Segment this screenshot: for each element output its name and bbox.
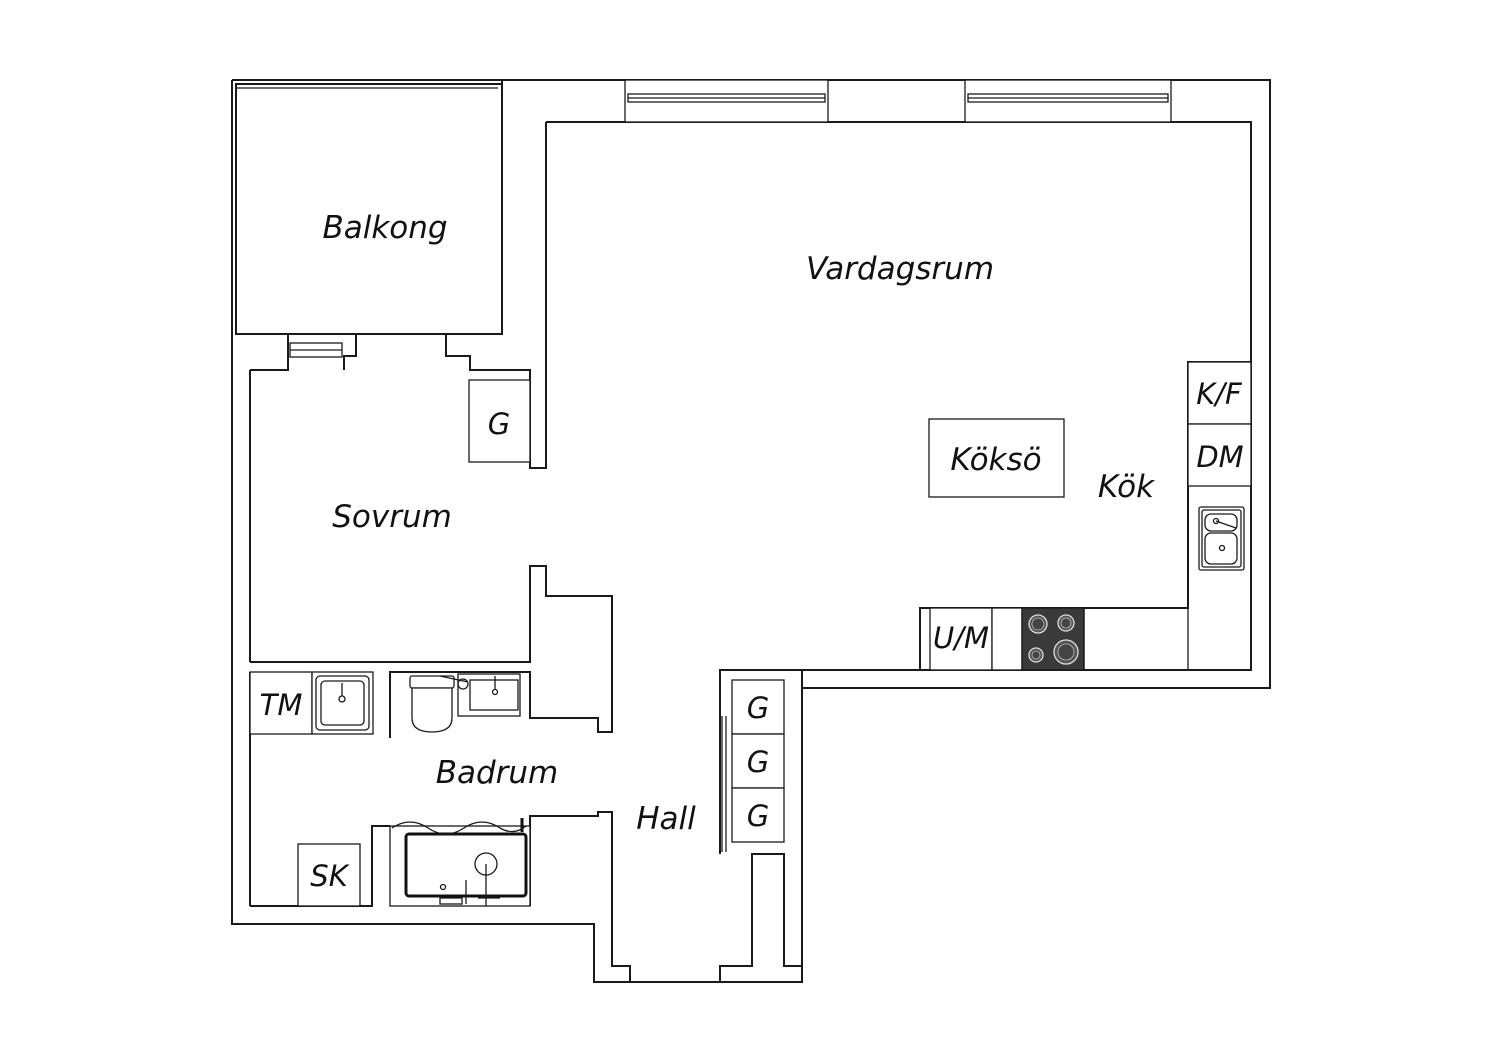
balcony-area	[235, 83, 503, 335]
room-label-balkong: Balkong	[322, 210, 447, 246]
hall-wardrobes: G G G	[721, 679, 785, 852]
fridge-freezer-label: K/F	[1196, 377, 1243, 411]
sink-icon	[1198, 506, 1245, 571]
hall-wardrobe-1-label: G	[747, 691, 769, 725]
toilet-icon	[409, 675, 455, 733]
window-icon	[624, 79, 1172, 123]
washbasin-icon	[311, 671, 374, 735]
room-label-vardagsrum: Vardagsrum	[806, 251, 994, 287]
kitchen-island: Köksö	[928, 418, 1065, 498]
kitchen-bottom-counter: U/M	[929, 607, 1189, 671]
washing-machine-label: TM	[260, 688, 303, 722]
kitchen-island-label: Köksö	[950, 442, 1041, 478]
oven-microwave-label: U/M	[933, 621, 989, 655]
bathroom-fixtures: TM SK	[249, 671, 531, 907]
kitchen-right-counter: K/F DM	[1187, 361, 1252, 571]
room-label-hall: Hall	[636, 801, 696, 837]
hall-wardrobe-2-label: G	[747, 745, 769, 779]
bathtub-icon	[389, 818, 531, 907]
room-label-kok: Kök	[1098, 469, 1155, 505]
hall-wardrobe-3-label: G	[747, 799, 769, 833]
room-labels: Balkong Vardagsrum Sovrum Kök Badrum Hal…	[322, 210, 1155, 837]
bedroom-wardrobe: G	[468, 379, 531, 463]
washbasin-icon	[439, 673, 521, 717]
cooktop-icon	[1021, 607, 1085, 671]
cabinet-label: SK	[310, 859, 349, 893]
wardrobe-label: G	[488, 407, 510, 441]
interior-walls	[249, 80, 920, 982]
room-label-sovrum: Sovrum	[332, 499, 452, 535]
dishwasher-label: DM	[1196, 440, 1243, 474]
room-label-badrum: Badrum	[436, 755, 559, 791]
